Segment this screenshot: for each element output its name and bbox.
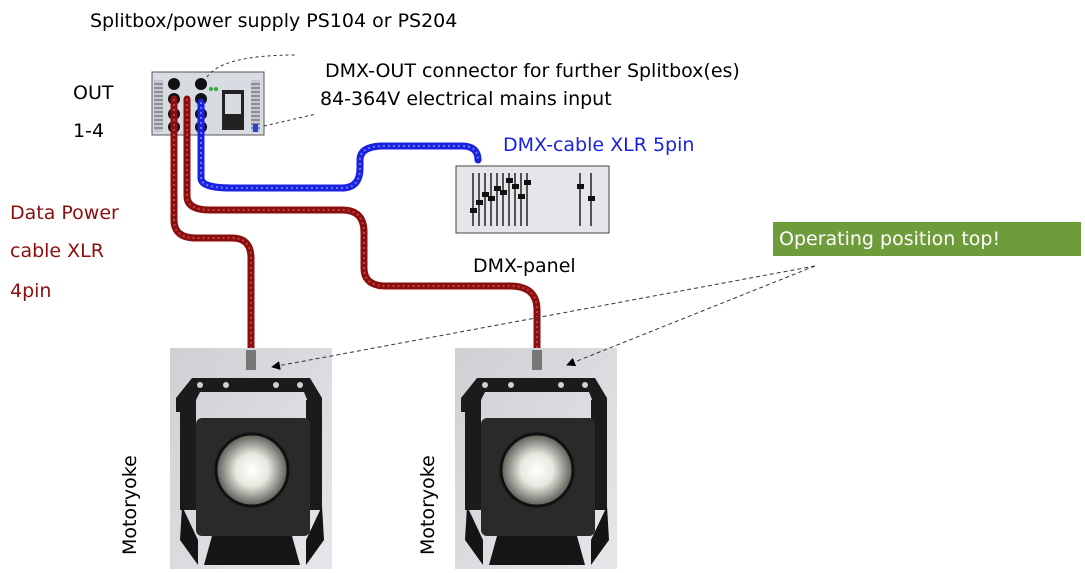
dmx-cable bbox=[197, 98, 482, 192]
fixture-label-2: Motoryoke bbox=[417, 455, 439, 555]
dmx-out-label: DMX-OUT connector for further Splitbox(e… bbox=[325, 60, 740, 82]
out-label-line1: OUT bbox=[73, 82, 114, 104]
operating-arrow-1 bbox=[271, 265, 816, 370]
data-power-cable-1 bbox=[170, 95, 255, 359]
splitbox-right-vent bbox=[251, 80, 260, 132]
dmx-cable-label: DMX-cable XLR 5pin bbox=[503, 134, 695, 156]
mains-socket bbox=[222, 90, 244, 130]
data-power-label-line1: Data Power bbox=[10, 202, 119, 224]
operating-position-tag: Operating position top! bbox=[773, 222, 1081, 256]
data-power-cable-2 bbox=[183, 95, 541, 359]
diagram-title: Splitbox/power supply PS104 or PS204 bbox=[90, 10, 458, 32]
out-label-line2: 1-4 bbox=[73, 120, 105, 142]
dmx-panel-label: DMX-panel bbox=[473, 255, 576, 277]
mains-leader bbox=[263, 113, 317, 127]
fixture-label-1: Motoryoke bbox=[119, 455, 141, 555]
motoryoke-photo-2 bbox=[455, 348, 617, 569]
data-power-label-line2: cable XLR bbox=[10, 240, 104, 262]
motoryoke-photo-1 bbox=[170, 348, 332, 569]
status-led bbox=[214, 87, 218, 91]
dmx-panel-device bbox=[455, 165, 610, 234]
mains-label: 84-364V electrical mains input bbox=[320, 88, 612, 110]
status-led bbox=[209, 87, 213, 91]
data-power-label-line3: 4pin bbox=[10, 280, 52, 302]
dmx-out-leader bbox=[206, 54, 297, 78]
splitbox-left-vent bbox=[154, 80, 163, 132]
operating-arrow-2 bbox=[566, 265, 816, 367]
splitbox bbox=[151, 71, 265, 136]
